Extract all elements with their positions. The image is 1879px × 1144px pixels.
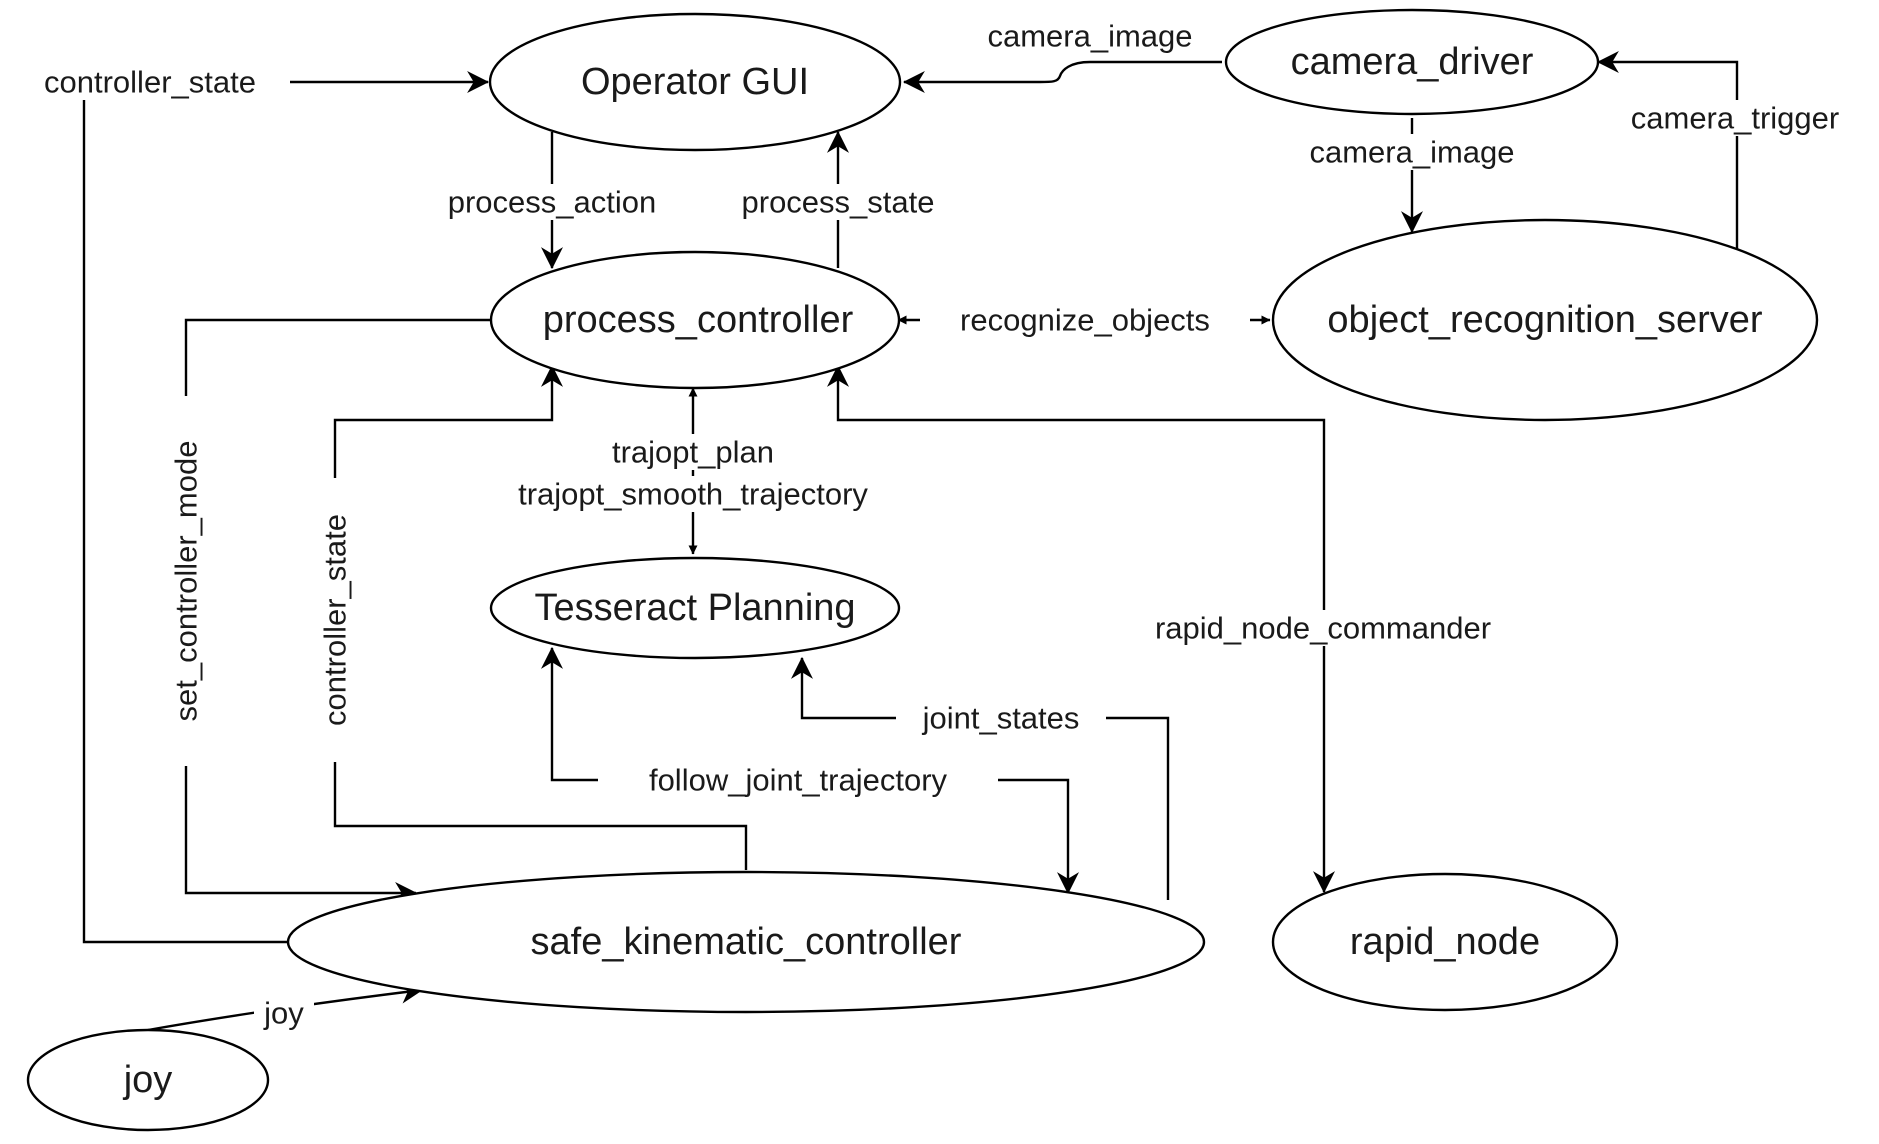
label-rapid-node-commander-text: rapid_node_commander	[1155, 611, 1491, 646]
label-camera-image-recognition-text: camera_image	[1309, 135, 1514, 170]
label-process-state-text: process_state	[742, 185, 935, 220]
node-joy-label: joy	[123, 1059, 173, 1101]
node-camera-driver-label: camera_driver	[1291, 41, 1534, 83]
label-joy-edge-text: joy	[263, 996, 304, 1031]
node-safe-kinematic-controller-label: safe_kinematic_controller	[531, 921, 962, 963]
label-controller-state-process: controller_state	[317, 478, 353, 762]
node-rapid-node-label: rapid_node	[1350, 921, 1540, 963]
label-trajopt-smooth-trajectory-text: trajopt_smooth_trajectory	[518, 477, 868, 512]
node-object-recognition-server-label: object_recognition_server	[1327, 299, 1762, 341]
label-trajopt-smooth-trajectory: trajopt_smooth_trajectory	[456, 476, 930, 512]
label-recognize-objects-text: recognize_objects	[960, 303, 1210, 338]
label-joint-states-text: joint_states	[922, 701, 1080, 736]
node-tesseract-planning-label: Tesseract Planning	[534, 587, 855, 629]
label-recognize-objects: recognize_objects	[920, 302, 1250, 338]
label-trajopt-plan: trajopt_plan	[580, 434, 806, 470]
label-controller-state-gui: controller_state	[8, 64, 290, 100]
label-process-state: process_state	[706, 184, 970, 220]
label-set-controller-mode-text: set_controller_mode	[169, 441, 204, 722]
label-process-action-text: process_action	[448, 185, 657, 220]
node-joy: joy	[26, 1028, 270, 1132]
label-follow-joint-trajectory: follow_joint_trajectory	[598, 762, 998, 798]
node-camera-driver: camera_driver	[1224, 8, 1600, 116]
label-camera-image-gui-text: camera_image	[987, 19, 1192, 54]
label-joy-edge: joy	[254, 996, 314, 1031]
node-process-controller-label: process_controller	[543, 299, 854, 341]
label-camera-image-gui: camera_image	[987, 19, 1192, 54]
label-controller-state-process-text: controller_state	[318, 514, 353, 726]
node-operator-gui-label: Operator GUI	[581, 61, 809, 103]
node-tesseract-planning: Tesseract Planning	[489, 556, 901, 660]
label-trajopt-plan-text: trajopt_plan	[612, 435, 774, 470]
label-camera-trigger-text: camera_trigger	[1631, 101, 1839, 136]
label-follow-joint-trajectory-text: follow_joint_trajectory	[649, 763, 948, 798]
label-controller-state-gui-text: controller_state	[44, 65, 256, 100]
edge-rapid-node-commander	[827, 364, 1335, 894]
node-safe-kinematic-controller: safe_kinematic_controller	[286, 870, 1206, 1014]
label-rapid-node-commander: rapid_node_commander	[1102, 610, 1544, 646]
node-rapid-node: rapid_node	[1271, 872, 1619, 1012]
node-process-controller: process_controller	[489, 250, 901, 390]
edge-camera-image-to-gui	[902, 60, 1222, 93]
edge-camera-trigger	[1596, 51, 1739, 250]
node-operator-gui: Operator GUI	[488, 12, 902, 152]
label-joint-states: joint_states	[896, 700, 1106, 736]
label-set-controller-mode: set_controller_mode	[168, 396, 204, 766]
node-object-recognition-server: object_recognition_server	[1271, 218, 1819, 422]
label-camera-image-recognition: camera_image	[1276, 134, 1548, 170]
label-camera-trigger: camera_trigger	[1596, 100, 1874, 136]
label-process-action: process_action	[410, 184, 694, 220]
